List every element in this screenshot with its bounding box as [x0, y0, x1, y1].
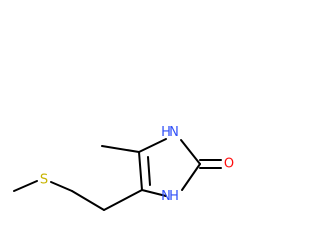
atom-label-n-bottom: N: [161, 189, 171, 204]
bond-c4-c5-inner: [147, 156, 151, 186]
structure-canvas: H N N H O S: [13, 125, 234, 211]
bond-s-ch3: [13, 180, 38, 192]
bond-c4-n1: [138, 138, 167, 153]
bond-c4-c5: [138, 151, 143, 191]
atom-label-oxygen: O: [224, 157, 234, 172]
atom-n-top: H N: [161, 125, 179, 140]
atom-label-n-bottom-h: H: [169, 189, 179, 204]
atom-label-n-top-n: N: [169, 125, 179, 140]
bond-methyl-c4: [101, 145, 140, 153]
molecule-diagram: H N N H O S: [13, 125, 234, 211]
bond-n3-c5: [141, 189, 167, 197]
atom-label-sulfur: S: [40, 173, 48, 188]
bond-c5-ch2: [103, 189, 143, 211]
atom-n-bottom: N H: [161, 189, 179, 204]
bond-ch2-ch2: [71, 190, 105, 211]
bond-n1-c2: [180, 139, 201, 165]
bond-c2-n3: [181, 163, 201, 191]
atom-label-n-top: H: [161, 125, 171, 140]
bond-ch2-s: [50, 181, 73, 192]
